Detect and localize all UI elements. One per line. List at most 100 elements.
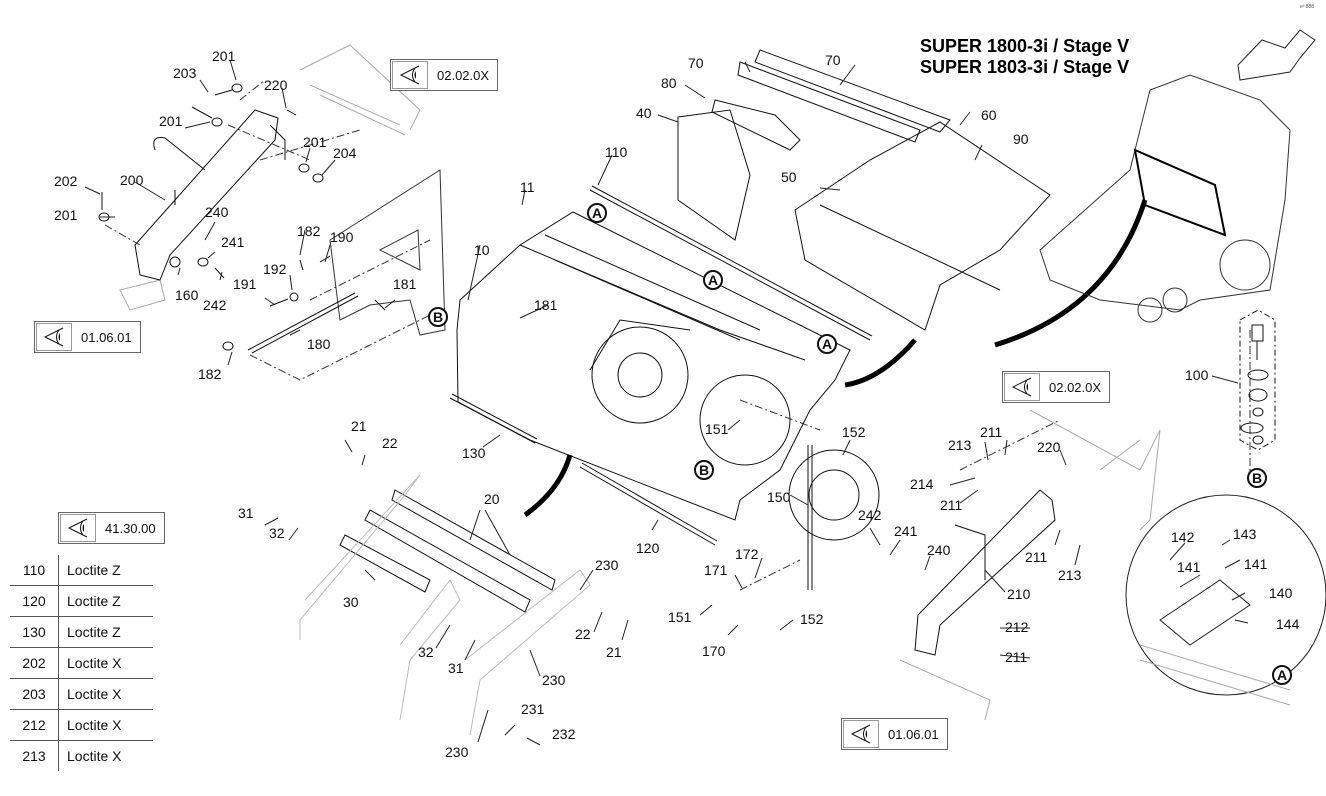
- part-label[interactable]: 170: [702, 643, 726, 659]
- part-label[interactable]: 230: [445, 744, 469, 760]
- part-label[interactable]: 240: [205, 204, 229, 220]
- part-label[interactable]: 150: [767, 489, 791, 505]
- part-label[interactable]: 143: [1233, 526, 1257, 542]
- part-label[interactable]: 242: [203, 297, 227, 313]
- part-label[interactable]: 31: [238, 505, 254, 521]
- part-label[interactable]: 144: [1276, 616, 1300, 632]
- part-label[interactable]: 182: [297, 223, 321, 239]
- part-label[interactable]: 231: [521, 701, 545, 717]
- part-number: 202: [10, 647, 59, 679]
- part-label[interactable]: 70: [688, 55, 704, 71]
- part-label[interactable]: 220: [264, 77, 288, 93]
- part-label[interactable]: 242: [858, 507, 882, 523]
- part-label[interactable]: 32: [418, 644, 434, 660]
- part-label[interactable]: 21: [351, 418, 367, 434]
- part-label[interactable]: 100: [1185, 367, 1209, 383]
- detail-marker-a[interactable]: A: [1272, 665, 1292, 685]
- part-label[interactable]: 50: [781, 169, 797, 185]
- reference-link-41-30-00[interactable]: 41.30.00: [58, 512, 165, 544]
- reference-link-02-02-0x-top[interactable]: 02.02.0X: [390, 59, 499, 91]
- reference-link-01-06-01-left[interactable]: 01.06.01: [34, 321, 141, 353]
- part-label[interactable]: 203: [173, 65, 197, 81]
- part-label[interactable]: 190: [330, 229, 354, 245]
- part-label[interactable]: 10: [474, 242, 490, 258]
- part-label[interactable]: 30: [343, 594, 359, 610]
- part-label[interactable]: 232: [552, 726, 576, 742]
- part-label[interactable]: 211: [980, 424, 1003, 440]
- part-label[interactable]: 201: [303, 134, 327, 150]
- side-flaps: [339, 489, 556, 613]
- part-label[interactable]: 220: [1037, 439, 1061, 455]
- part-label[interactable]: 151: [668, 609, 692, 625]
- detail-marker-b[interactable]: B: [1247, 468, 1267, 488]
- detail-marker-b[interactable]: B: [428, 307, 448, 327]
- part-label[interactable]: 213: [1058, 567, 1082, 583]
- detail-marker-b[interactable]: B: [694, 460, 714, 480]
- part-label[interactable]: 40: [636, 105, 652, 121]
- detail-marker-a[interactable]: A: [587, 203, 607, 223]
- part-label[interactable]: 230: [542, 672, 566, 688]
- part-label[interactable]: 20: [484, 491, 500, 507]
- part-label[interactable]: 212: [1005, 619, 1029, 635]
- part-label[interactable]: 210: [1007, 586, 1031, 602]
- eye-view-icon: [843, 720, 879, 748]
- part-label[interactable]: 22: [575, 626, 591, 642]
- part-label[interactable]: 21: [606, 644, 622, 660]
- part-label[interactable]: 130: [462, 445, 486, 461]
- reference-link-01-06-01-bottom[interactable]: 01.06.01: [841, 718, 948, 750]
- part-label[interactable]: 90: [1013, 131, 1029, 147]
- part-label[interactable]: 151: [705, 421, 729, 437]
- compound: Loctite Z: [58, 616, 153, 648]
- part-label[interactable]: 171: [704, 562, 728, 578]
- part-label[interactable]: 230: [595, 557, 619, 573]
- guide-lines: [104, 79, 1251, 591]
- part-label[interactable]: 192: [263, 261, 287, 277]
- part-label[interactable]: 70: [825, 52, 841, 68]
- part-label[interactable]: 11: [520, 179, 535, 195]
- part-label[interactable]: 31: [448, 660, 464, 676]
- part-label[interactable]: 140: [1269, 585, 1293, 601]
- part-label[interactable]: 142: [1171, 529, 1195, 545]
- part-label[interactable]: 120: [636, 540, 660, 556]
- part-label[interactable]: 141: [1244, 556, 1268, 572]
- part-label[interactable]: 181: [534, 297, 558, 313]
- compound: Loctite Z: [67, 562, 121, 578]
- part-label[interactable]: 22: [382, 435, 398, 451]
- part-label[interactable]: 182: [198, 366, 222, 382]
- part-label[interactable]: 181: [393, 276, 417, 292]
- view-direction-arrow: [1237, 29, 1316, 81]
- part-label[interactable]: 214: [910, 476, 934, 492]
- reference-link-02-02-0x-right[interactable]: 02.02.0X: [1002, 371, 1111, 403]
- part-label[interactable]: 201: [159, 113, 183, 129]
- part-label[interactable]: 201: [212, 48, 236, 64]
- part-label[interactable]: 202: [54, 173, 78, 189]
- part-label[interactable]: 160: [175, 287, 199, 303]
- detail-marker-a[interactable]: A: [817, 334, 837, 354]
- part-label[interactable]: 240: [927, 542, 951, 558]
- part-label[interactable]: 152: [842, 424, 866, 440]
- part-label[interactable]: 211: [1025, 549, 1048, 565]
- part-label[interactable]: 80: [661, 75, 677, 91]
- part-label[interactable]: 180: [307, 336, 331, 352]
- part-label[interactable]: 241: [221, 234, 245, 250]
- part-label[interactable]: 201: [54, 207, 78, 223]
- part-number: 203: [10, 678, 59, 710]
- part-label[interactable]: 191: [233, 276, 257, 292]
- part-label[interactable]: 60: [981, 107, 997, 123]
- part-label[interactable]: 141: [1177, 559, 1201, 575]
- part-label[interactable]: 204: [333, 145, 357, 161]
- part-label[interactable]: 211: [1005, 649, 1028, 665]
- part-label[interactable]: 211: [940, 497, 963, 513]
- eye-view-icon: [1004, 373, 1040, 401]
- part-label[interactable]: 152: [800, 611, 824, 627]
- compound: Loctite Z: [58, 585, 153, 617]
- part-label[interactable]: 241: [894, 523, 918, 539]
- part-label[interactable]: 172: [735, 546, 759, 562]
- detail-marker-a[interactable]: A: [703, 270, 723, 290]
- part-label[interactable]: 110: [605, 144, 628, 160]
- part-label[interactable]: 213: [948, 437, 972, 453]
- part-label[interactable]: 200: [120, 172, 144, 188]
- part-label[interactable]: 32: [269, 525, 285, 541]
